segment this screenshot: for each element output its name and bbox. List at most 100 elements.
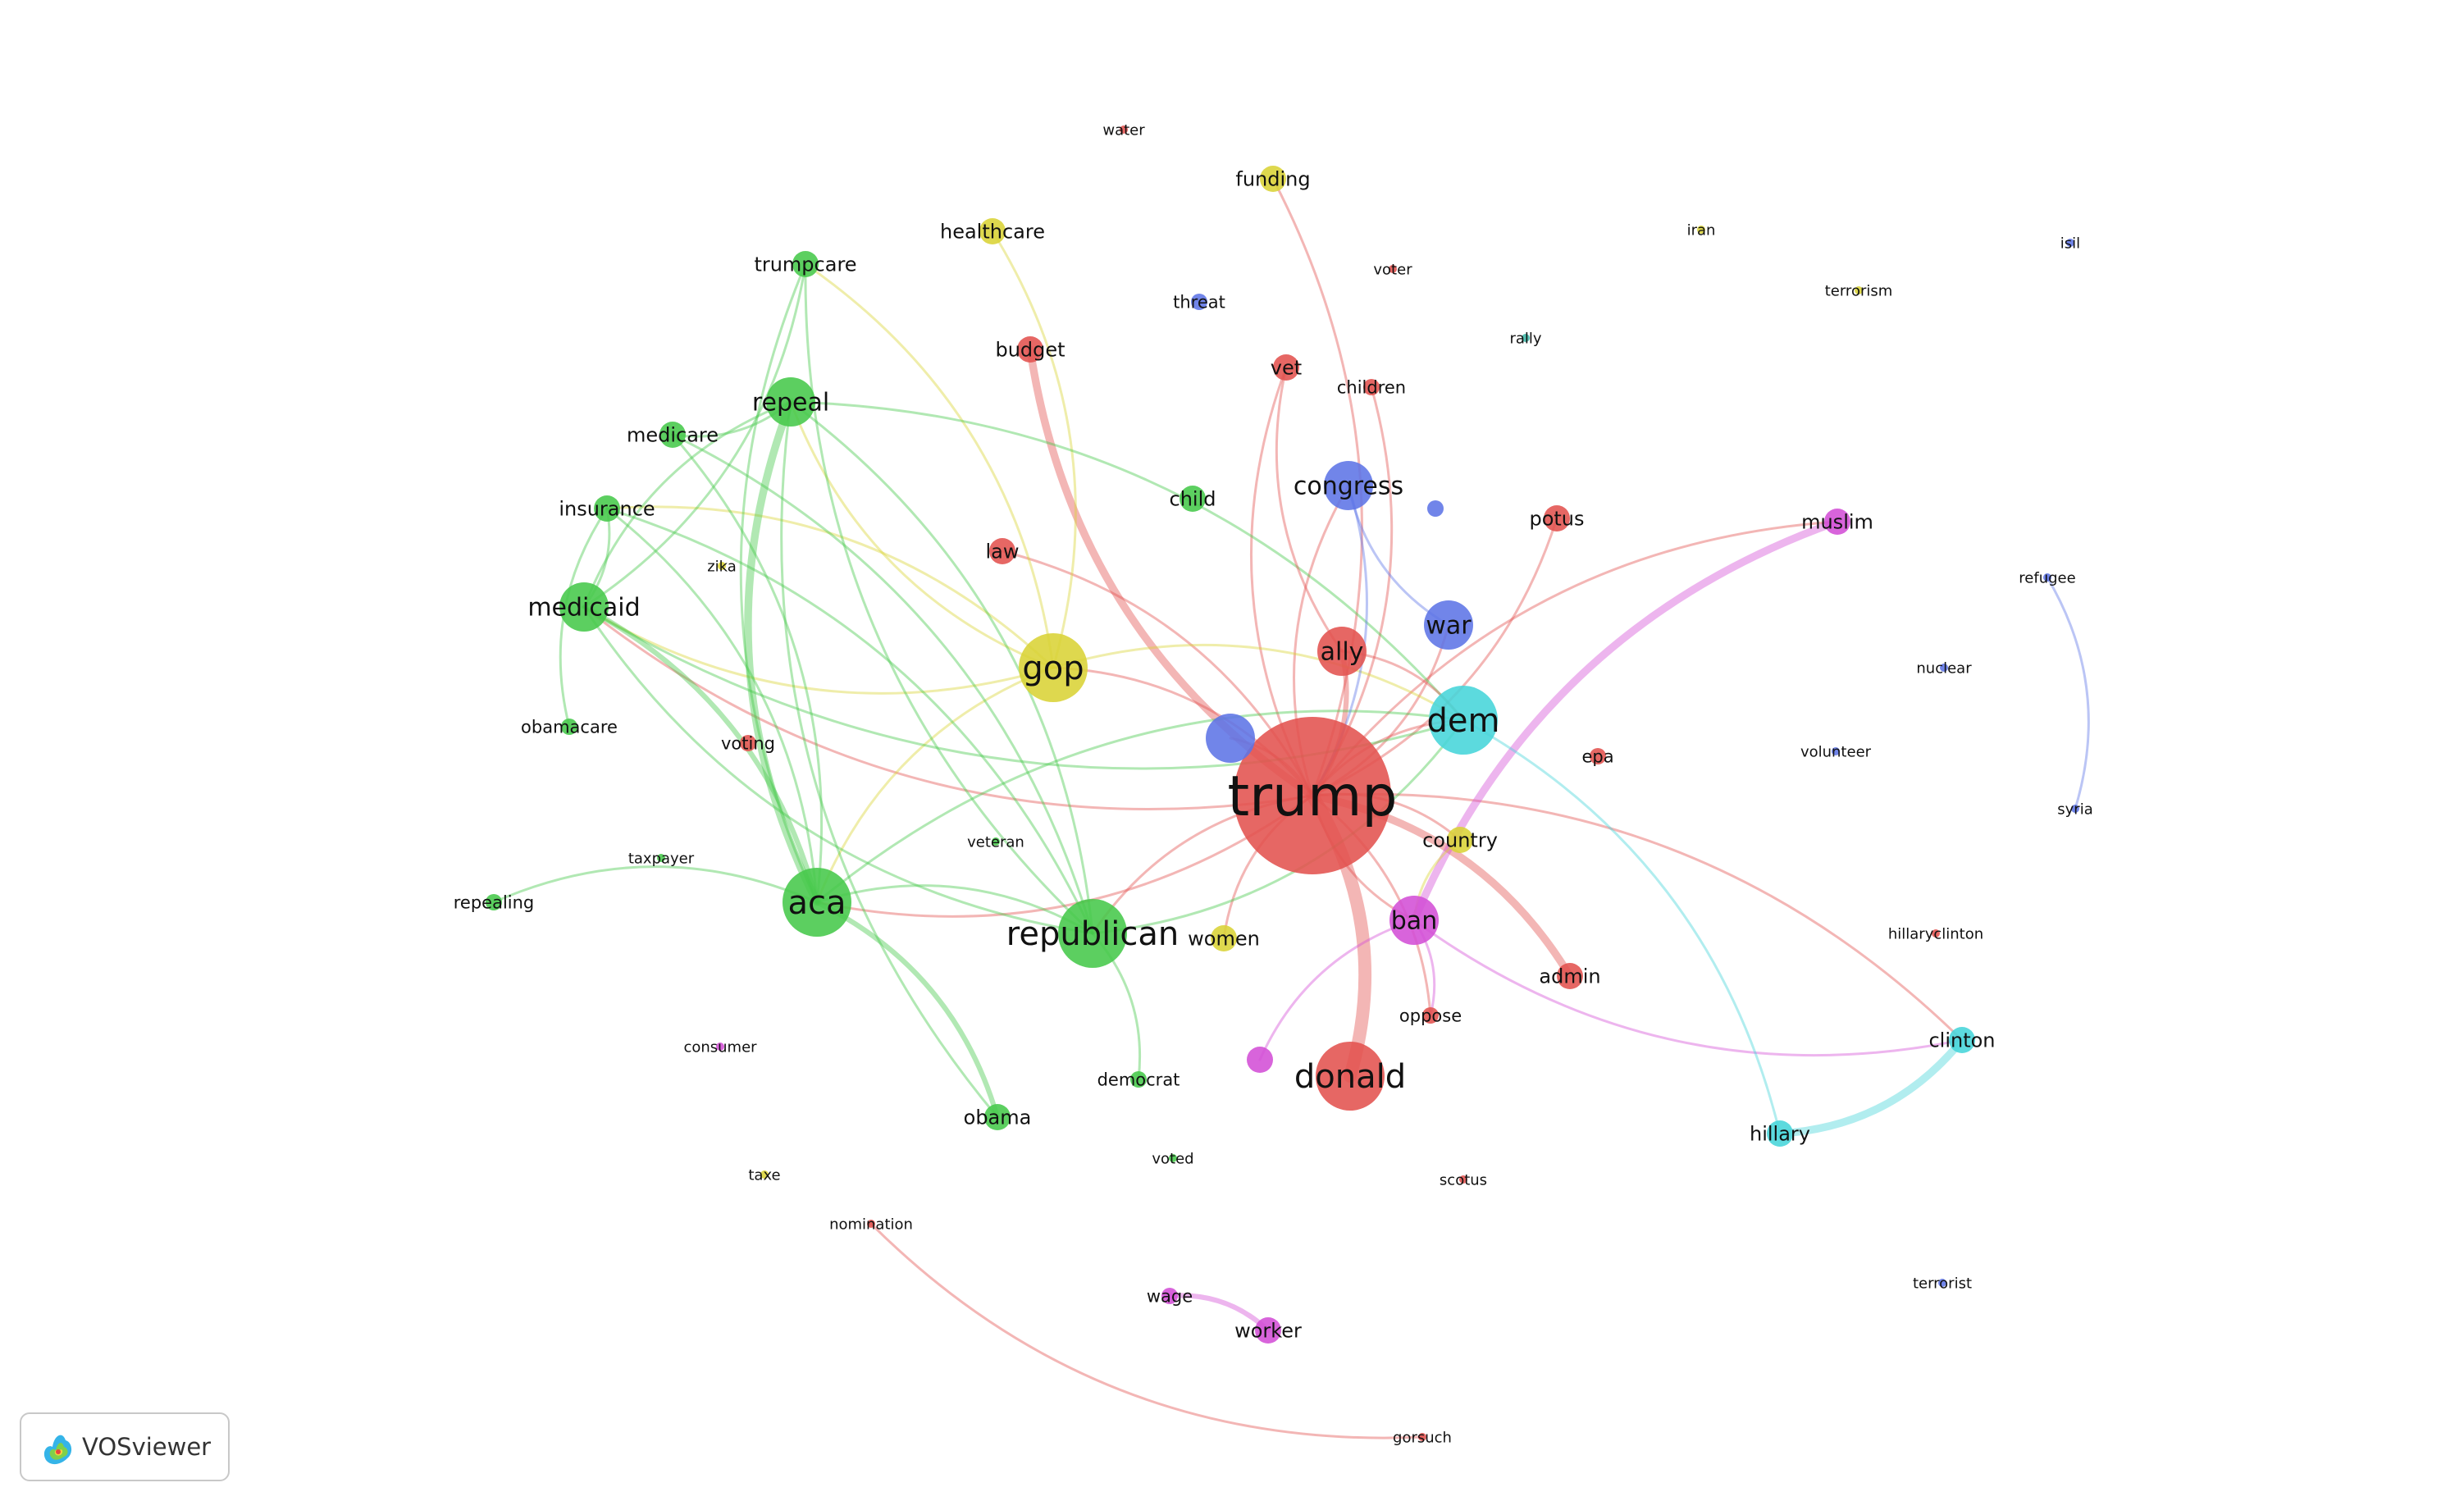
node-label-funding: funding — [1235, 167, 1310, 190]
node-scotus[interactable] — [1459, 1175, 1467, 1184]
node-nuclear[interactable] — [1940, 664, 1948, 672]
node-funding[interactable] — [1260, 166, 1286, 192]
node-healthcare[interactable] — [979, 218, 1006, 244]
node-gop[interactable] — [1019, 633, 1088, 702]
node-label-iran: iran — [1687, 221, 1716, 239]
node-label-obama: obama — [964, 1106, 1032, 1129]
node-label-voter: voter — [1373, 261, 1412, 278]
node-threat[interactable] — [1191, 294, 1207, 310]
node-label-zika: zika — [707, 558, 737, 575]
node-women[interactable] — [1211, 925, 1237, 951]
node-label-hillaryclinton: hillaryclinton — [1888, 925, 1983, 942]
node-volunteer[interactable] — [1832, 747, 1840, 755]
node-medicaid[interactable] — [559, 582, 609, 632]
node-label-hillary: hillary — [1750, 1122, 1810, 1145]
node-label-vet: vet — [1271, 356, 1302, 379]
node-insurance[interactable] — [594, 495, 620, 522]
node-label-nomination: nomination — [829, 1216, 913, 1233]
node-label-wage: wage — [1147, 1286, 1193, 1306]
node-label-war: war — [1426, 612, 1472, 641]
node-label-medicaid: medicaid — [527, 594, 640, 623]
node-muslim[interactable] — [1824, 509, 1850, 535]
node-consumer[interactable] — [716, 1042, 724, 1051]
node-clinton[interactable] — [1949, 1027, 1975, 1053]
link-ban-clinton — [1412, 919, 1964, 1057]
node-label-threat: threat — [1173, 292, 1225, 312]
node-magenta_unlabeled[interactable] — [1247, 1047, 1273, 1073]
node-aca[interactable] — [783, 868, 851, 937]
node-blue_unlabeled1[interactable] — [1206, 714, 1255, 763]
node-label-trumpcare: trumpcare — [754, 253, 856, 276]
node-children[interactable] — [1363, 379, 1380, 395]
node-obama[interactable] — [984, 1104, 1011, 1130]
node-blue_unlabeled2[interactable] — [1427, 500, 1444, 517]
link-repeal-medicaid — [582, 400, 792, 609]
node-vet[interactable] — [1273, 354, 1299, 381]
node-trumpcare[interactable] — [792, 251, 819, 277]
node-law[interactable] — [989, 538, 1015, 564]
link-trump-medicaid — [582, 605, 1314, 810]
node-war[interactable] — [1424, 600, 1473, 650]
node-label-refugee: refugee — [2019, 569, 2075, 586]
node-refugee[interactable] — [2043, 573, 2051, 582]
node-republican[interactable] — [1058, 899, 1127, 968]
node-admin[interactable] — [1557, 963, 1583, 989]
node-terrorist[interactable] — [1938, 1279, 1946, 1287]
node-gorsuch[interactable] — [1418, 1433, 1426, 1441]
node-terrorism[interactable] — [1855, 286, 1863, 294]
link-aca-dem — [815, 709, 1465, 904]
link-gop-healthcare — [991, 230, 1077, 669]
node-voter[interactable] — [1389, 265, 1397, 273]
node-worker[interactable] — [1255, 1317, 1281, 1344]
node-taxe[interactable] — [760, 1170, 769, 1179]
node-label-congress: congress — [1294, 472, 1403, 501]
node-obamacare[interactable] — [561, 719, 577, 735]
node-voting[interactable] — [740, 735, 756, 751]
node-donald[interactable] — [1316, 1042, 1385, 1111]
node-label-repealing: repealing — [454, 892, 535, 912]
node-label-volunteer: volunteer — [1800, 743, 1872, 760]
node-congress[interactable] — [1324, 461, 1373, 510]
node-potus[interactable] — [1544, 505, 1570, 532]
node-taxpayer[interactable] — [657, 854, 665, 862]
node-ban[interactable] — [1389, 896, 1439, 945]
node-syria[interactable] — [2071, 805, 2079, 813]
node-zika[interactable] — [718, 562, 726, 570]
node-label-voted: voted — [1152, 1150, 1193, 1167]
node-country[interactable] — [1447, 827, 1473, 853]
node-veteran[interactable] — [992, 837, 1000, 846]
node-hillaryclinton[interactable] — [1932, 929, 1940, 938]
node-trump[interactable] — [1234, 717, 1391, 874]
link-aca-repealing — [492, 865, 819, 904]
node-repealing[interactable] — [486, 894, 502, 910]
node-budget[interactable] — [1017, 336, 1043, 363]
node-medicare[interactable] — [659, 422, 686, 448]
link-aca-medicare — [671, 433, 824, 904]
vosviewer-badge[interactable]: VOSviewer — [20, 1412, 230, 1481]
node-label-admin: admin — [1539, 965, 1600, 988]
link-nomination-gorsuch — [869, 1222, 1424, 1439]
link-aca-trumpcare — [739, 262, 819, 904]
link-gop-aca — [815, 666, 1055, 904]
node-democrat[interactable] — [1130, 1071, 1147, 1088]
node-nomination[interactable] — [867, 1220, 875, 1228]
node-wage[interactable] — [1161, 1288, 1178, 1304]
node-dem[interactable] — [1429, 686, 1498, 755]
link-republican-insurance — [605, 507, 1094, 935]
node-label-ally: ally — [1321, 638, 1364, 667]
node-isil[interactable] — [2066, 239, 2074, 247]
node-water[interactable] — [1120, 125, 1128, 134]
nodes-layer — [486, 125, 2079, 1441]
node-ally[interactable] — [1317, 627, 1367, 676]
labels-layer: trumpdonaldallyadminpotusbudgetlawvetchi… — [454, 121, 2093, 1446]
node-rally[interactable] — [1522, 334, 1530, 342]
node-hillary[interactable] — [1767, 1120, 1793, 1147]
node-epa[interactable] — [1590, 748, 1606, 764]
node-iran[interactable] — [1697, 226, 1705, 234]
node-label-aca: aca — [787, 884, 846, 922]
node-oppose[interactable] — [1422, 1007, 1439, 1024]
node-voted[interactable] — [1169, 1154, 1177, 1162]
node-repeal[interactable] — [766, 377, 815, 427]
node-child[interactable] — [1180, 486, 1206, 512]
